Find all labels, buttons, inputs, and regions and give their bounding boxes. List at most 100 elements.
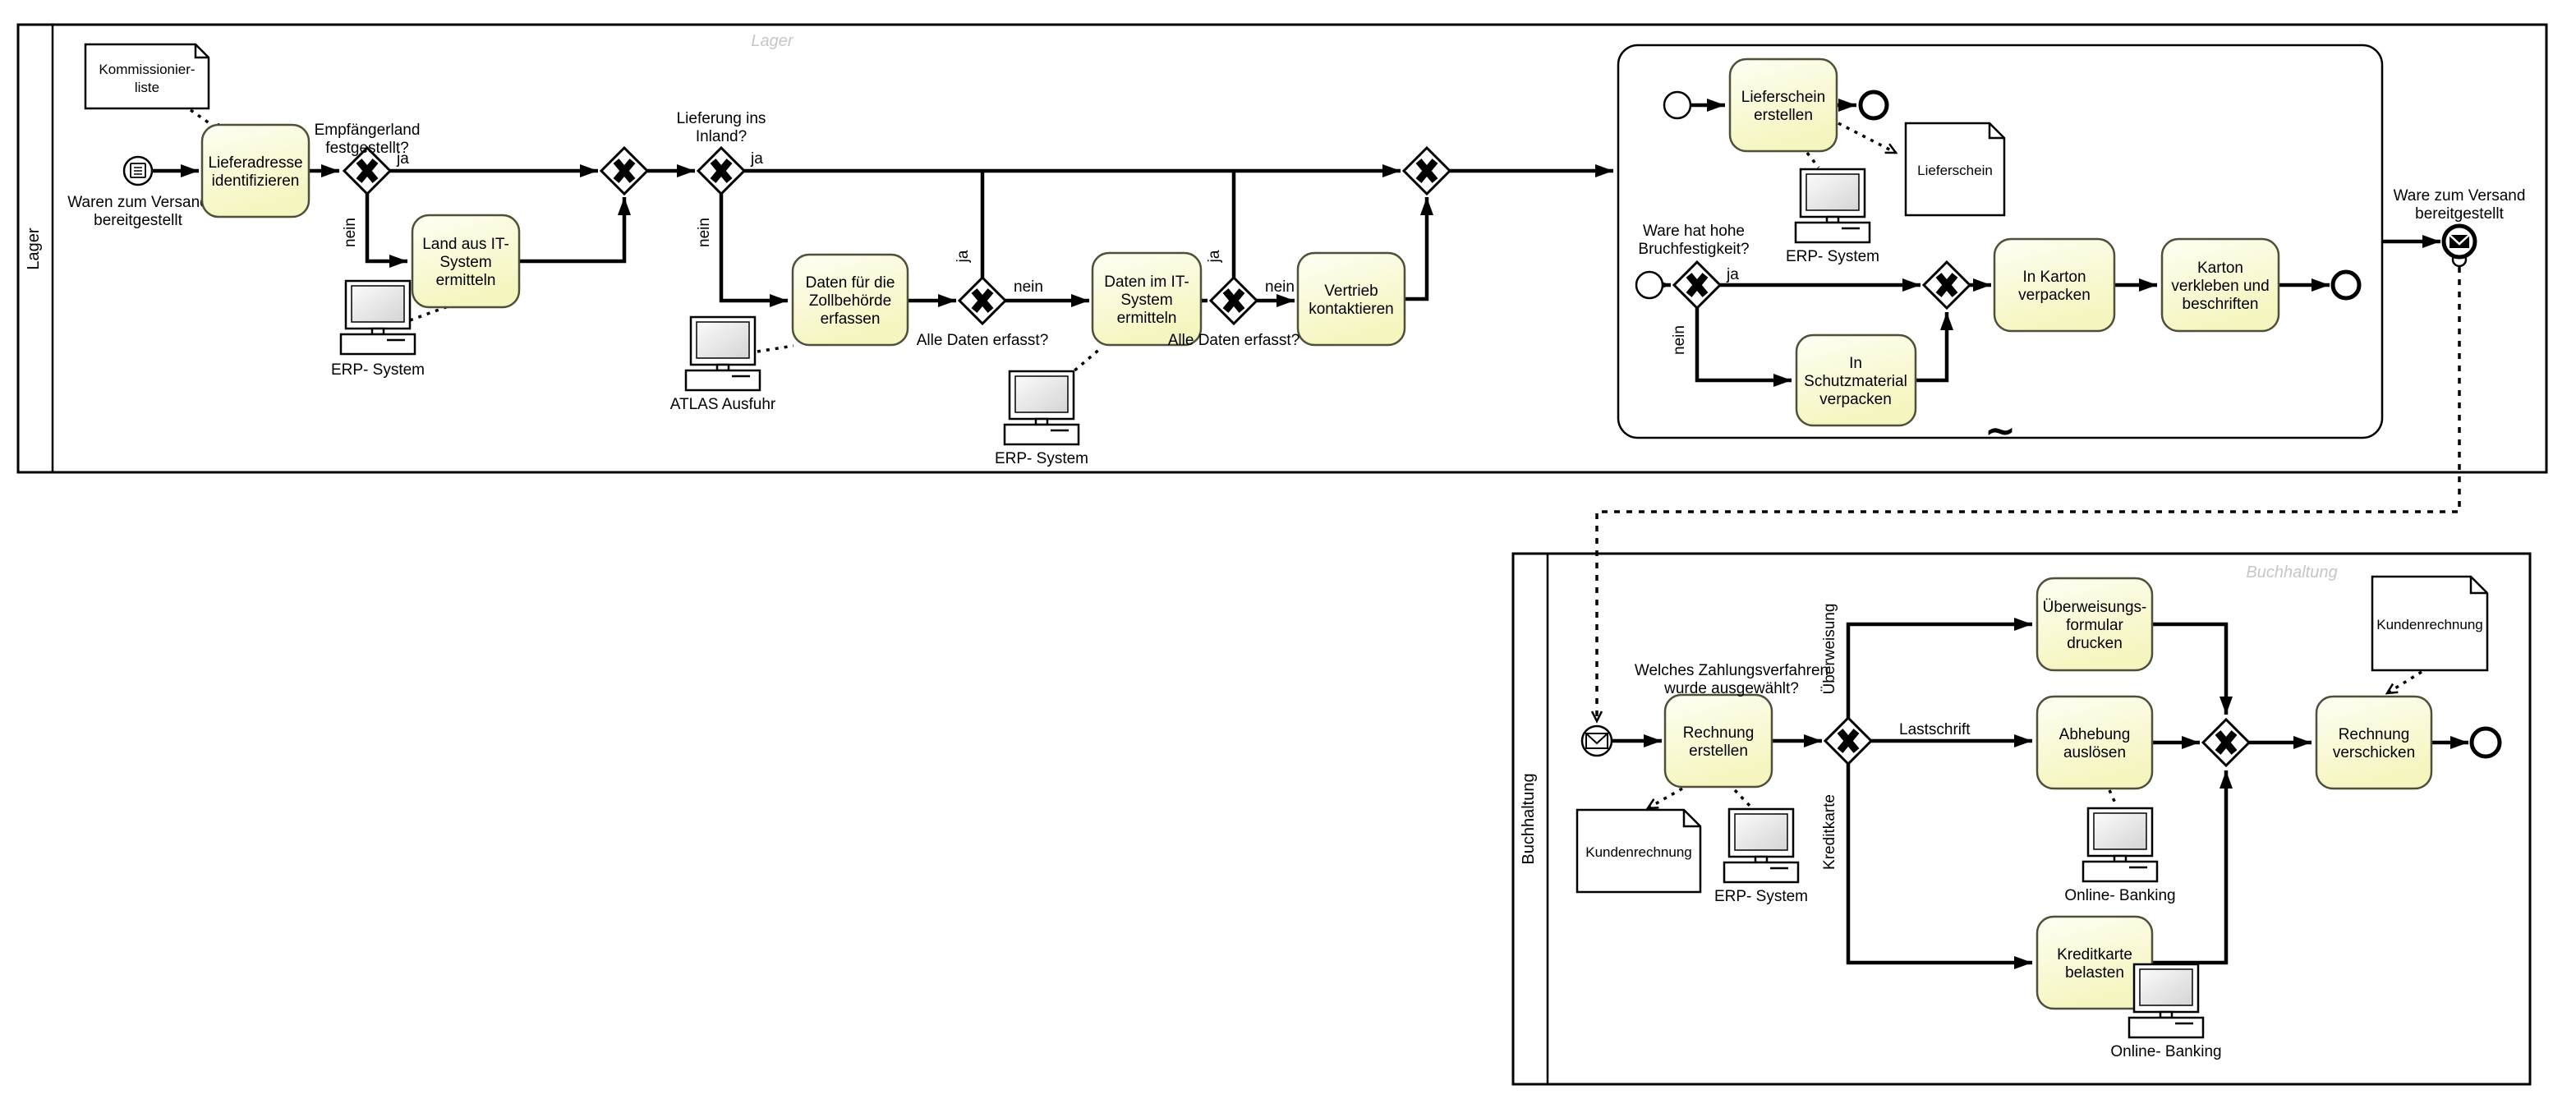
system-erp-2[interactable]: ERP- System	[995, 370, 1088, 467]
flow-label-kreditkarte: Kreditkarte	[1821, 794, 1838, 870]
document-shape[interactable]	[1576, 808, 1702, 894]
task-shape[interactable]	[1795, 333, 1917, 427]
assoc-erp4	[1733, 789, 1753, 809]
task-vertrieb-kontaktieren[interactable]: Vertrieb kontaktieren	[1296, 251, 1406, 347]
flow-label-nein: nein	[1014, 278, 1043, 296]
computer-icon	[2082, 807, 2159, 883]
sub-start-event-1[interactable]	[1663, 90, 1692, 120]
task-shape[interactable]	[411, 214, 521, 309]
task-label: ermitteln	[1117, 310, 1177, 327]
task-label: Rechnung	[1683, 724, 1755, 742]
task-land-aus-it-system[interactable]: Land aus IT- System ermitteln	[411, 214, 521, 309]
task-shape[interactable]	[2315, 695, 2433, 790]
task-label: Vertrieb	[1324, 283, 1378, 300]
task-label: Abhebung	[2059, 726, 2131, 743]
data-object-lieferschein[interactable]: Lieferschein	[1904, 122, 2006, 217]
task-label: kontaktieren	[1309, 301, 1394, 318]
flow-label-ja: ja	[750, 150, 763, 168]
task-shape[interactable]	[2036, 577, 2154, 672]
task-daten-im-it-system[interactable]: Daten im IT- System ermitteln	[1091, 251, 1203, 347]
data-object-kundenrechnung-2[interactable]: Kundenrechnung	[2371, 575, 2489, 672]
gateway-alle-daten-2[interactable]: Alle Daten erfasst? ja nein	[1168, 250, 1300, 349]
task-shape[interactable]	[1728, 57, 1838, 153]
end-event-buchhaltung[interactable]	[2469, 726, 2502, 759]
task-shape[interactable]	[791, 253, 909, 347]
gateway-question: Welches Zahlungsverfahren	[1635, 662, 1828, 679]
start-event-waren[interactable]: Waren zum Versand bereitgestellt	[67, 155, 209, 229]
system-atlas-ausfuhr[interactable]: ATLAS Ausfuhr	[670, 315, 776, 413]
system-erp-3[interactable]: ERP- System	[1786, 168, 1879, 265]
gateway-lieferung-inland[interactable]: Lieferung ins Inland? ja nein	[677, 110, 766, 247]
system-online-banking-1[interactable]: Online- Banking	[2064, 807, 2176, 904]
task-shape[interactable]	[1091, 251, 1203, 347]
task-shape[interactable]	[2036, 695, 2154, 790]
task-label: verpacken	[1819, 391, 1892, 408]
task-rechnung-erstellen[interactable]: Rechnung erstellen	[1663, 693, 1773, 789]
gateway-bruchfestigkeit[interactable]: Ware hat hohe Bruchfestigkeit? ja nein	[1638, 223, 1749, 355]
gateway-question: Inland?	[696, 128, 747, 145]
task-shape[interactable]	[2036, 915, 2154, 1010]
sub-end-event-1[interactable]	[1858, 90, 1889, 121]
flow-label-ja: ja	[1726, 266, 1739, 283]
task-shape[interactable]	[200, 123, 310, 218]
task-label: beschriften	[2183, 296, 2259, 313]
task-label: erstellen	[1689, 743, 1748, 760]
task-in-karton-verpacken[interactable]: In Karton verpacken	[1993, 237, 2116, 333]
document-label: Kundenrechnung	[2376, 617, 2483, 632]
task-kreditkarte-belasten[interactable]: Kreditkarte belasten	[2036, 915, 2154, 1010]
task-label: In Karton	[2022, 269, 2086, 286]
flow-kreditkarte	[1846, 764, 2032, 969]
task-shape[interactable]	[1296, 251, 1406, 347]
system-online-banking-2[interactable]: Online- Banking	[2110, 963, 2222, 1060]
sub-end-event-2[interactable]	[2330, 269, 2362, 301]
task-in-schutzmaterial-verpacken[interactable]: In Schutzmaterial verpacken	[1795, 333, 1917, 427]
start-event-label: Waren zum Versand	[67, 194, 208, 211]
task-shape[interactable]	[1993, 237, 2116, 333]
flow-bruch-nein	[1695, 308, 1792, 387]
task-label: Land aus IT-	[422, 236, 509, 253]
task-label: Schutzmaterial	[1804, 373, 1907, 390]
task-shape[interactable]	[1663, 693, 1773, 789]
flow-label-ja: ja	[1206, 250, 1223, 263]
task-karton-verkleben[interactable]: Karton verkleben und beschriften	[2160, 237, 2280, 333]
task-ueberweisungsformular-drucken[interactable]: Überweisungs- formular drucken	[2036, 577, 2154, 672]
message-outline-icon	[1585, 733, 1608, 749]
system-label: ERP- System	[1714, 888, 1808, 905]
task-lieferadresse-identifizieren[interactable]: Lieferadresse identifizieren	[200, 123, 310, 218]
flow-label-ja: ja	[954, 250, 972, 263]
task-label: formular	[2066, 617, 2123, 634]
end-event-ware-zum-versand[interactable]: Ware zum Versand bereitgestellt	[2394, 187, 2526, 260]
task-shape[interactable]	[2160, 237, 2280, 333]
flow-label-ja: ja	[396, 150, 409, 168]
task-label: auslösen	[2063, 744, 2126, 761]
task-label: In	[1849, 355, 1862, 372]
pool-buchhaltung-watermark: Buchhaltung	[2246, 563, 2337, 582]
system-erp-4[interactable]: ERP- System	[1714, 807, 1808, 905]
task-abhebung-ausloesen[interactable]: Abhebung auslösen	[2036, 695, 2154, 790]
document-fold-icon	[194, 44, 209, 59]
system-erp-1[interactable]: ERP- System	[331, 279, 425, 379]
data-object-kundenrechnung-1[interactable]: Kundenrechnung	[1576, 808, 1702, 894]
task-label: erfassen	[821, 310, 881, 328]
assoc-kundenrechnung2	[2387, 670, 2422, 695]
task-daten-zollbehoerde[interactable]: Daten für die Zollbehörde erfassen	[791, 253, 909, 347]
document-shape[interactable]	[84, 43, 210, 110]
task-rechnung-verschicken[interactable]: Rechnung verschicken	[2315, 695, 2433, 790]
flow-schutz-to-merge	[1916, 312, 1953, 383]
gateway-zahlungsverfahren[interactable]: Welches Zahlungsverfahren wurde ausgewäh…	[1635, 604, 1971, 870]
gateway-empfaengerland[interactable]: Empfängerland festgestellt? ja nein	[315, 122, 421, 247]
gateway-question: Bruchfestigkeit?	[1638, 241, 1749, 258]
task-lieferschein-erstellen[interactable]: Lieferschein erstellen	[1728, 57, 1838, 153]
adhoc-marker-icon: ~	[1985, 408, 2017, 453]
message-start-event[interactable]	[1580, 724, 1613, 757]
gateway-alle-daten-1[interactable]: Alle Daten erfasst? ja nein	[917, 250, 1049, 349]
document-shape[interactable]	[2371, 575, 2489, 672]
document-shape[interactable]	[1904, 122, 2006, 217]
system-label: ATLAS Ausfuhr	[670, 396, 776, 413]
data-object-kommissionierliste[interactable]: Kommissionier- liste	[84, 43, 210, 110]
sub-start-event-2[interactable]	[1635, 270, 1664, 300]
assoc-atlas	[757, 344, 794, 353]
flow-ueberweisung	[1846, 618, 2032, 718]
task-label: ermitteln	[436, 272, 496, 289]
